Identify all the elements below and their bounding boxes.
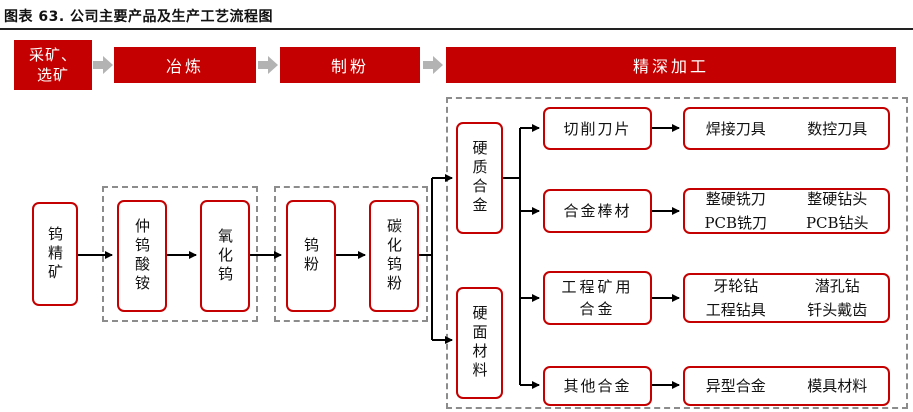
product-pcb-drill: PCB钻头 [805, 214, 869, 232]
node-alloy-rods: 合金棒材 [543, 189, 652, 233]
product-solid-end-mill: 整硬铣刀 [705, 190, 766, 208]
stage-smelting: 冶炼 [114, 47, 256, 83]
node-tungsten-concentrate: 钨精矿 [32, 202, 78, 306]
product-cnc-tools: 数控刀具 [807, 119, 868, 138]
product-bit-buttons: 钎头戴齿 [807, 301, 868, 319]
deep-processing-group-frame [446, 97, 908, 409]
products-cutting: 焊接刀具 数控刀具 [683, 107, 890, 150]
product-mold-material: 模具材料 [807, 377, 868, 395]
node-cemented-carbide: 硬质合金 [456, 122, 503, 234]
stage-deep-processing: 精深加工 [446, 47, 896, 83]
stage-mining-line1: 采矿、 [28, 46, 77, 64]
title-underline [0, 28, 913, 30]
product-solid-drill: 整硬钻头 [807, 190, 868, 208]
node-apt: 仲钨酸铵 [117, 200, 167, 312]
stage-mining-line2: 选矿 [36, 66, 69, 84]
gray-arrow-icon [423, 56, 443, 74]
gray-arrow-icon [93, 56, 113, 74]
node-tungsten-carbide-powder: 碳化钨粉 [369, 200, 419, 312]
products-rods: 整硬铣刀 整硬钻头 PCB铣刀 PCB钻头 [683, 188, 890, 234]
product-special-alloy: 异型合金 [705, 377, 766, 395]
gray-arrow-icon [258, 56, 278, 74]
product-pcb-mill: PCB铣刀 [704, 214, 768, 232]
product-welding-tools: 焊接刀具 [705, 119, 766, 138]
node-mining-alloy: 工程矿用合金 [543, 271, 652, 325]
node-cutting-inserts: 切削刀片 [543, 107, 652, 150]
products-other: 异型合金 模具材料 [683, 366, 890, 406]
product-dth-bit: 潜孔钻 [814, 277, 860, 295]
node-other-alloys: 其他合金 [543, 366, 652, 406]
stage-powder: 制粉 [280, 47, 420, 83]
node-tungsten-powder: 钨粉 [286, 200, 336, 312]
figure-title: 图表 63. 公司主要产品及生产工艺流程图 [4, 9, 274, 25]
node-hardfacing-material: 硬面材料 [456, 287, 503, 399]
products-mining: 牙轮钻 潜孔钻 工程钻具 钎头戴齿 [683, 273, 890, 323]
product-roller-bit: 牙轮钻 [713, 277, 759, 295]
node-tungsten-oxide: 氧化钨 [200, 200, 250, 312]
product-engineering-drill: 工程钻具 [705, 301, 766, 319]
stage-mining: 采矿、 选矿 [14, 40, 92, 90]
